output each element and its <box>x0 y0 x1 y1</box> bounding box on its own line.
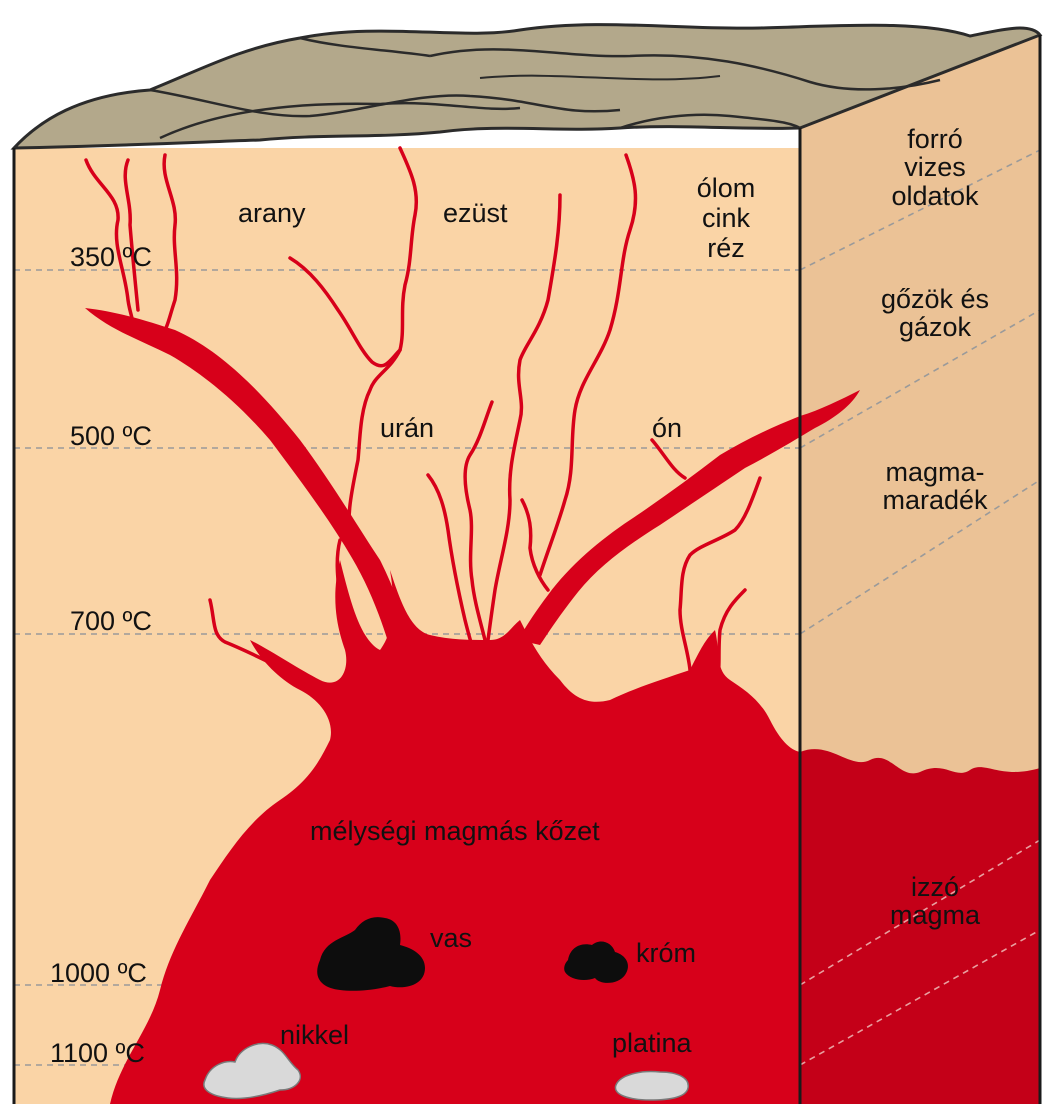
side-zone3-line2: maradék <box>850 486 1020 514</box>
ore-platina <box>615 1072 688 1100</box>
label-arany: arany <box>238 200 306 227</box>
side-label-gozok-es-gazok: gőzök és gázok <box>850 285 1020 342</box>
side-zone4-line1: izzó <box>855 873 1015 901</box>
side-zone1-line3: oldatok <box>850 182 1020 210</box>
label-vas: vas <box>430 925 472 952</box>
side-label-magma-maradek: magma- maradék <box>850 458 1020 515</box>
label-rez: réz <box>686 235 766 262</box>
label-krom: króm <box>636 940 696 967</box>
side-zone3-line1: magma- <box>850 458 1020 486</box>
side-zone2-line2: gázok <box>850 313 1020 341</box>
label-kozet: mélységi magmás kőzet <box>310 818 600 845</box>
side-label-forro-vizes-oldatok: forró vizes oldatok <box>850 125 1020 210</box>
temp-label-1000: 1000 ºC <box>50 960 147 987</box>
label-nikkel: nikkel <box>280 1022 349 1049</box>
label-ezust: ezüst <box>443 200 508 227</box>
temp-label-500: 500 ºC <box>70 423 152 450</box>
label-on: ón <box>652 415 682 442</box>
temp-label-1100: 1100 ºC <box>50 1040 145 1067</box>
label-cink: cink <box>686 205 766 232</box>
label-uran: urán <box>380 415 434 442</box>
temp-label-700: 700 ºC <box>70 608 152 635</box>
label-platina: platina <box>612 1030 692 1057</box>
side-zone1-line2: vizes <box>850 153 1020 181</box>
side-zone4-line2: magma <box>855 901 1015 929</box>
temp-label-350: 350 ºC <box>70 244 152 271</box>
label-olom: ólom <box>686 175 766 202</box>
side-zone1-line1: forró <box>850 125 1020 153</box>
side-label-izzo-magma: izzó magma <box>855 873 1015 930</box>
side-zone2-line1: gőzök és <box>850 285 1020 313</box>
